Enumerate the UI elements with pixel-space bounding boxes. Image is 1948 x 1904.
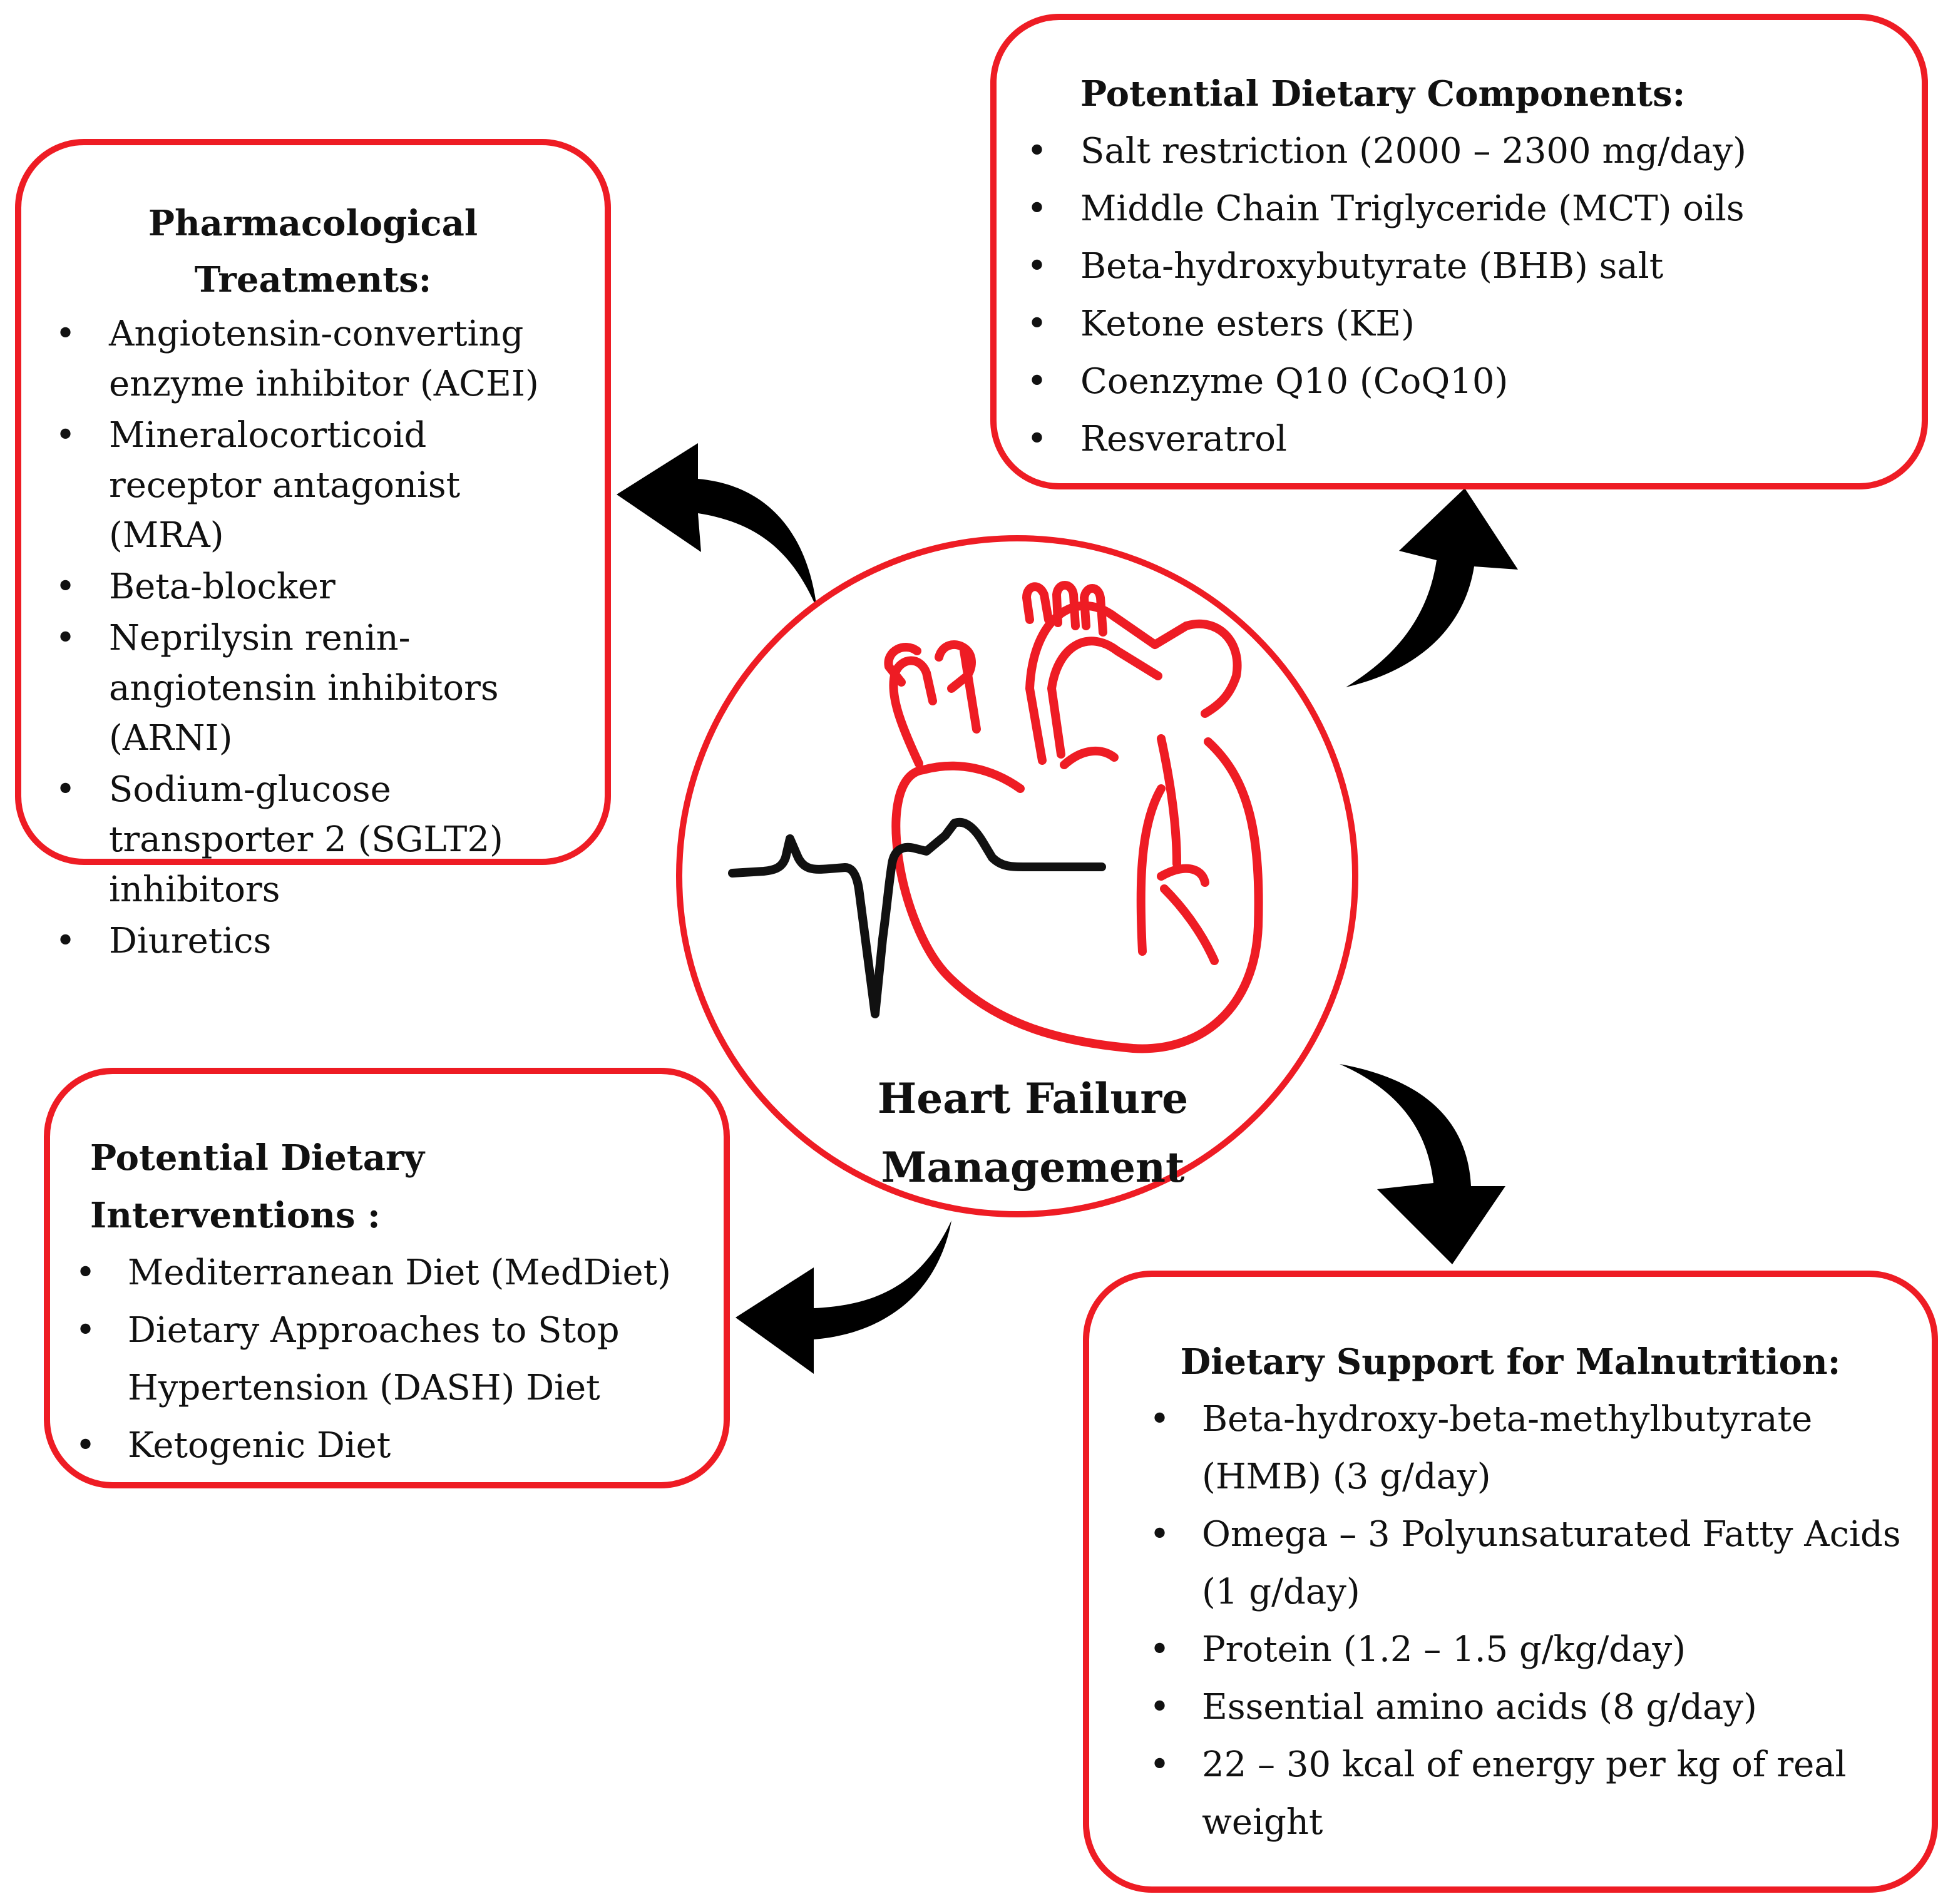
list-item: Mediterranean Diet (MedDiet) [75, 1244, 699, 1302]
curved-arrow-icon [736, 1221, 951, 1374]
dietary-components-title: Potential Dietary Components: [1080, 73, 1686, 115]
list-item: Diuretics [55, 916, 580, 966]
list-item: Beta-hydroxybutyrate (BHB) salt [1027, 238, 1897, 295]
dietary-interventions-title: Potential Dietary Interventions : [90, 1137, 425, 1236]
list-item: Neprilysin renin-angiotensin inhibitors … [55, 613, 580, 764]
list-item: Mineralocorticoid receptor antagonist (M… [55, 411, 580, 561]
center-title: Heart Failure Management [839, 1064, 1227, 1202]
list-item: Beta-hydroxy-beta-methylbutyrate (HMB) (… [1149, 1391, 1907, 1506]
dietary-components-list: Salt restriction (2000 – 2300 mg/day) Mi… [1027, 123, 1897, 468]
list-item: Salt restriction (2000 – 2300 mg/day) [1027, 123, 1897, 180]
list-item: Beta-blocker [55, 562, 580, 612]
malnutrition-support-title: Dietary Support for Malnutrition: [1180, 1341, 1841, 1383]
dietary-interventions-box: Potential Dietary Interventions : Medite… [44, 1068, 730, 1488]
list-item: 22 – 30 kcal of energy per kg of real we… [1149, 1736, 1907, 1851]
list-item: Essential amino acids (8 g/day) [1149, 1679, 1907, 1736]
list-item: Resveratrol [1027, 411, 1897, 468]
list-item: Middle Chain Triglyceride (MCT) oils [1027, 180, 1897, 238]
heart-icon [884, 581, 1263, 1053]
malnutrition-support-box: Dietary Support for Malnutrition: Beta-h… [1083, 1271, 1938, 1893]
center-title-line1: Heart Failure [877, 1074, 1189, 1123]
list-item: Omega – 3 Polyunsaturated Fatty Acids (1… [1149, 1506, 1907, 1621]
curved-arrow-icon [1340, 1064, 1505, 1264]
list-item: Ketogenic Diet [75, 1417, 699, 1475]
list-item: Coenzyme Q10 (CoQ10) [1027, 353, 1897, 411]
pharmacological-title-line2: Treatments: [194, 259, 432, 300]
ecg-trace-icon [728, 817, 1106, 1018]
dietary-components-box: Potential Dietary Components: Salt restr… [990, 14, 1928, 489]
list-item: Angiotensin-converting enzyme inhibitor … [55, 309, 580, 409]
pharmacological-box: Pharmacological Treatments: Angiotensin-… [15, 139, 611, 966]
dietary-interventions-list: Mediterranean Diet (MedDiet) Dietary App… [75, 1244, 699, 1475]
list-item: Sodium-glucose transporter 2 (SGLT2) inh… [55, 765, 580, 915]
list-item: Dietary Approaches to Stop Hypertension … [75, 1302, 699, 1417]
curved-arrow-icon [1346, 488, 1518, 687]
malnutrition-support-list: Beta-hydroxy-beta-methylbutyrate (HMB) (… [1149, 1391, 1907, 1851]
pharmacological-title: Pharmacological Treatments: [46, 195, 580, 308]
curved-arrow-icon [617, 443, 817, 608]
list-item: Ketone esters (KE) [1027, 295, 1897, 353]
pharmacological-list: Angiotensin-converting enzyme inhibitor … [55, 309, 580, 966]
pharmacological-title-line1: Pharmacological [148, 203, 478, 244]
center-circle [676, 535, 1358, 1217]
list-item: Protein (1.2 – 1.5 g/kg/day) [1149, 1621, 1907, 1679]
center-title-line2: Management [881, 1143, 1185, 1192]
